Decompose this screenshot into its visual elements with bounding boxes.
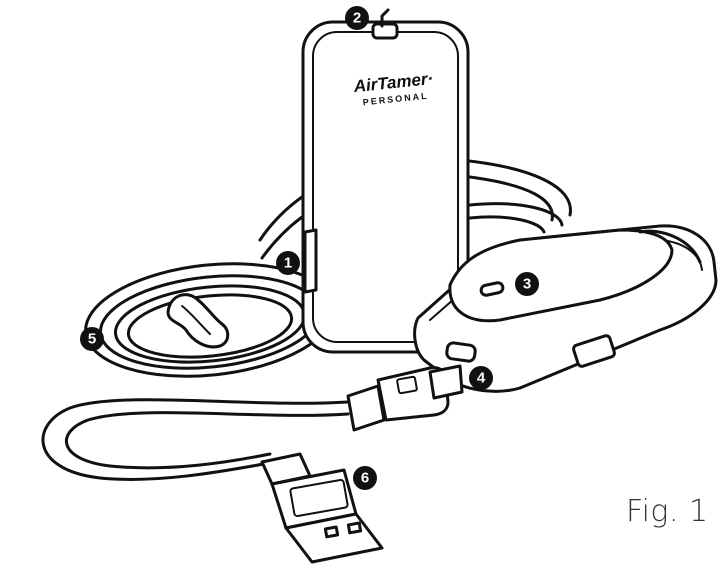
svg-text:3: 3 xyxy=(523,276,531,293)
charging-base-icon xyxy=(413,224,718,393)
figure-caption: Fig. 1 xyxy=(626,494,709,529)
callout-5: 5 xyxy=(80,327,104,351)
svg-text:4: 4 xyxy=(477,370,486,387)
callout-1: 1 xyxy=(276,251,300,275)
air-purifier-icon: AirTamer· PERSONAL xyxy=(301,8,470,354)
svg-text:2: 2 xyxy=(353,10,361,27)
callout-2: 2 xyxy=(345,6,369,30)
callout-6: 6 xyxy=(353,466,377,490)
callout-4: 4 xyxy=(469,366,493,390)
callout-3: 3 xyxy=(515,272,539,296)
svg-text:6: 6 xyxy=(361,470,369,487)
usb-cable-icon xyxy=(41,364,464,564)
svg-text:1: 1 xyxy=(284,255,292,272)
svg-text:5: 5 xyxy=(88,331,96,348)
